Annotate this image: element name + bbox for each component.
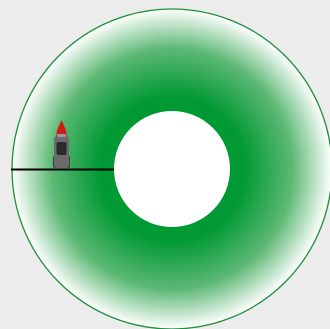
car-front-wing [57,134,66,137]
infield [114,111,230,227]
car-window [57,142,67,155]
